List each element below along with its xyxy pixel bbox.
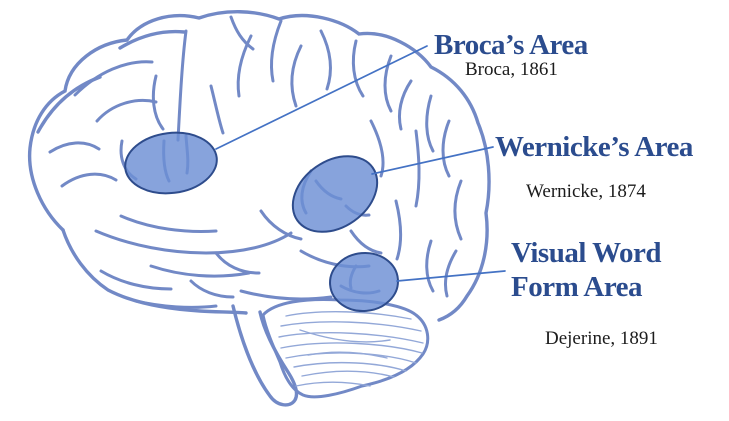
cerebellum [261,298,430,399]
vwfa-label-line1: Visual Word [511,237,662,269]
visual-word-form-area-label: Visual Word Form Area [511,236,662,304]
brain-outline [27,10,491,322]
wernicke-area-ellipse [291,155,379,233]
visual-word-form-area-ellipse [329,251,399,313]
vwfa-leader-line [396,270,506,282]
vwfa-citation: Dejerine, 1891 [545,328,658,349]
vwfa-label-line2: Form Area [511,271,643,303]
leader-lines [215,45,506,282]
wernicke-area-label: Wernicke’s Area [495,131,693,163]
wernicke-citation: Wernicke, 1874 [526,181,646,202]
broca-leader-line [215,45,428,150]
brain-gyri-lines [48,15,463,309]
broca-area-label: Broca’s Area [434,29,588,61]
broca-area-ellipse [124,131,218,195]
broca-citation: Broca, 1861 [465,59,558,80]
wernicke-leader-line [371,146,494,175]
